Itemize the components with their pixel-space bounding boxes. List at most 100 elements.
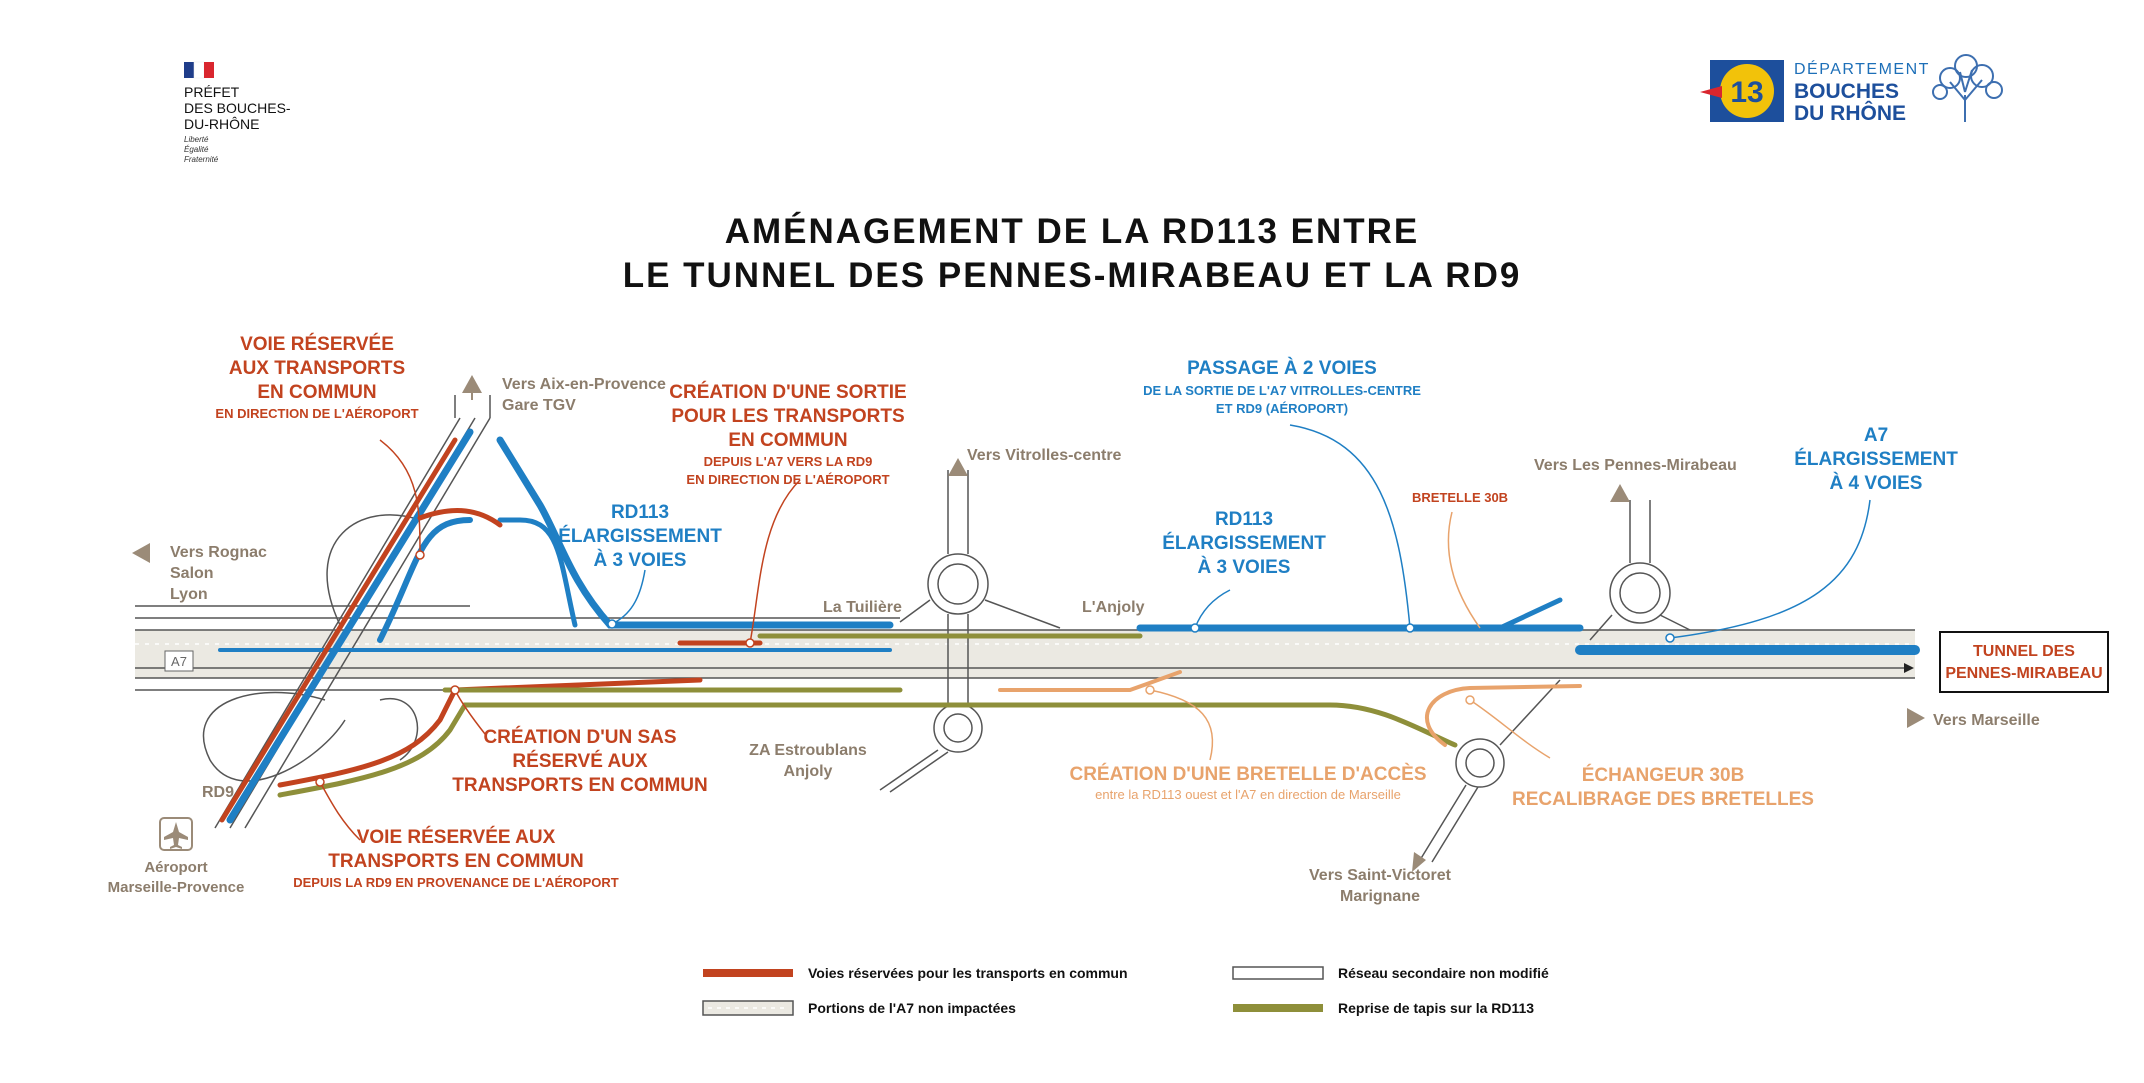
loop-ramps [202, 514, 421, 782]
legend-label-reseau: Réseau secondaire non modifié [1338, 965, 1549, 981]
callout-line: À 3 VOIES [594, 549, 687, 571]
prefet-line3: DU-RHÔNE [184, 116, 259, 132]
dir-aeroport-2: Marseille-Provence [108, 879, 245, 896]
callout-rd113-elargissement-1: RD113 ÉLARGISSEMENT À 3 VOIES [558, 502, 722, 571]
leader-lines [315, 424, 1871, 841]
red-transit [219, 437, 763, 823]
a7-label: A7 [171, 654, 187, 669]
place-anjoly: L'Anjoly [1082, 599, 1145, 616]
tree-icon [1932, 54, 2003, 122]
callout-rd113-elargissement-2: RD113 ÉLARGISSEMENT À 3 VOIES [1162, 509, 1326, 578]
dir-rognac-3: Lyon [170, 586, 208, 603]
arrow-up-pennes-icon [1610, 484, 1630, 502]
callout-line: PASSAGE À 2 VOIES [1187, 357, 1377, 379]
dir-saint-victoret-1: Vers Saint-Victoret [1309, 867, 1452, 884]
direction-labels: Vers Aix-en-Provence Gare TGV Vers Rogna… [108, 375, 2040, 905]
callout-creation-sortie: CRÉATION D'UNE SORTIE POUR LES TRANSPORT… [669, 381, 906, 487]
callout-line: TRANSPORTS EN COMMUN [452, 775, 707, 796]
departement-logo: 13 DÉPARTEMENT BOUCHES DU RHÔNE [1700, 54, 2003, 125]
legend-item-tapis: Reprise de tapis sur la RD113 [1233, 1000, 1534, 1016]
arrow-right-marseille-icon [1907, 708, 1925, 728]
a7-badge [164, 650, 194, 672]
dir-saint-victoret-2: Marignane [1340, 888, 1420, 905]
callout-sas: CRÉATION D'UN SAS RÉSERVÉ AUX TRANSPORTS… [452, 726, 707, 796]
dir-pennes: Vers Les Pennes-Mirabeau [1534, 457, 1737, 474]
callout-bretelle-acces: CRÉATION D'UNE BRETELLE D'ACCÈS entre la… [1069, 763, 1426, 802]
prefet-motto1: Liberté [184, 135, 209, 144]
dir-marseille: Vers Marseille [1933, 712, 2040, 729]
callout-line: ÉLARGISSEMENT [1162, 532, 1326, 554]
place-labels: La Tuilière L'Anjoly ZA Estroublans Anjo… [202, 490, 1508, 801]
prefet-motto2: Égalité [184, 145, 209, 154]
callout-line: ÉLARGISSEMENT [1794, 448, 1958, 470]
place-bretelle-30b: BRETELLE 30B [1412, 490, 1508, 505]
callout-line: ÉCHANGEUR 30B [1582, 764, 1745, 786]
blue-rd113 [218, 428, 1920, 824]
place-rd9: RD9 [202, 784, 234, 801]
olive-tapis [277, 633, 1458, 798]
callout-sub: ET RD9 (AÉROPORT) [1216, 401, 1348, 416]
tunnel-line2: PENNES-MIRABEAU [1945, 665, 2102, 682]
title-line1: AMÉNAGEMENT DE LA RD113 ENTRE [725, 211, 1420, 251]
callout-echangeur-30b: ÉCHANGEUR 30B RECALIBRAGE DES BRETELLES [1512, 764, 1814, 810]
badge-13-icon: 13 [1700, 60, 1784, 122]
badge-number: 13 [1730, 76, 1763, 109]
dir-rognac-2: Salon [170, 565, 214, 582]
callout-line: TRANSPORTS EN COMMUN [328, 851, 583, 872]
callout-line: VOIE RÉSERVÉE [240, 333, 394, 355]
tunnel-line1: TUNNEL DES [1973, 643, 2075, 660]
legend-label-transports: Voies réservées pour les transports en c… [808, 965, 1128, 981]
vitrolles-interchange [879, 470, 1061, 793]
callout-line: À 4 VOIES [1830, 472, 1923, 494]
arrow-up-aix-icon [462, 375, 482, 393]
tunnel-box: TUNNEL DES PENNES-MIRABEAU [1939, 631, 2109, 693]
arrow-up-vitrolles-icon [948, 458, 968, 476]
callout-line: AUX TRANSPORTS [229, 358, 405, 379]
dir-rognac-1: Vers Rognac [170, 544, 267, 561]
dir-aeroport-1: Aéroport [144, 859, 207, 876]
place-la-tuiliere: La Tuilière [823, 599, 902, 616]
callout-voie-reservee-rd9: VOIE RÉSERVÉE AUX TRANSPORTS EN COMMUN D… [293, 826, 619, 890]
callout-line: RD113 [1215, 509, 1273, 530]
callout-line: RÉSERVÉ AUX [512, 750, 647, 772]
callout-line: CRÉATION D'UNE SORTIE [669, 381, 906, 403]
pennes-interchange [1419, 500, 1691, 863]
callout-line: CRÉATION D'UN SAS [483, 726, 676, 748]
callout-passage-2-voies: PASSAGE À 2 VOIES DE LA SORTIE DE L'A7 V… [1143, 357, 1421, 416]
callout-a7-elargissement: A7 ÉLARGISSEMENT À 4 VOIES [1794, 425, 1958, 494]
callout-sub: entre la RD113 ouest et l'A7 en directio… [1095, 787, 1401, 802]
arrow-down-saint-victoret-icon [1412, 852, 1426, 872]
callout-voie-reservee-aeroport: VOIE RÉSERVÉE AUX TRANSPORTS EN COMMUN E… [215, 333, 418, 421]
callout-line: EN COMMUN [728, 430, 847, 451]
dir-vitrolles: Vers Vitrolles-centre [967, 447, 1122, 464]
callout-line: CRÉATION D'UNE BRETELLE D'ACCÈS [1069, 763, 1426, 785]
callout-line: À 3 VOIES [1198, 556, 1291, 578]
callout-line: A7 [1864, 425, 1888, 446]
title-line2: LE TUNNEL DES PENNES-MIRABEAU ET LA RD9 [623, 256, 1522, 295]
prefet-logo: PRÉFET DES BOUCHES- DU-RHÔNE Liberté Éga… [184, 61, 291, 164]
callout-sub: DEPUIS LA RD9 EN PROVENANCE DE L'AÉROPOR… [293, 875, 619, 890]
arrow-left-rognac-icon [132, 543, 150, 563]
place-za-2: Anjoly [784, 763, 833, 780]
prefet-line2: DES BOUCHES- [184, 100, 291, 116]
callout-line: POUR LES TRANSPORTS [671, 406, 904, 427]
legend: Voies réservées pour les transports en c… [702, 965, 1549, 1016]
callout-sub: DE LA SORTIE DE L'A7 VITROLLES-CENTRE [1143, 383, 1421, 398]
flag-icon [184, 61, 214, 79]
callout-line: RD113 [611, 502, 669, 523]
legend-item-transports: Voies réservées pour les transports en c… [703, 965, 1128, 981]
callout-sub: EN DIRECTION DE L'AÉROPORT [686, 472, 889, 487]
prefet-motto3: Fraternité [184, 155, 219, 164]
callout-line: RECALIBRAGE DES BRETELLES [1512, 789, 1814, 810]
departement-name2: DU RHÔNE [1794, 101, 1906, 125]
dir-aix-1: Vers Aix-en-Provence [502, 376, 666, 393]
callout-line: EN COMMUN [257, 382, 376, 403]
airplane-icon [159, 817, 193, 851]
place-za-1: ZA Estroublans [749, 742, 867, 759]
callout-line: VOIE RÉSERVÉE AUX [357, 826, 556, 848]
callout-sub: EN DIRECTION DE L'AÉROPORT [215, 406, 418, 421]
callout-line: ÉLARGISSEMENT [558, 525, 722, 547]
orange-bretelles [998, 670, 1582, 747]
legend-item-reseau: Réseau secondaire non modifié [1232, 965, 1549, 981]
dir-aix-2: Gare TGV [502, 397, 576, 414]
